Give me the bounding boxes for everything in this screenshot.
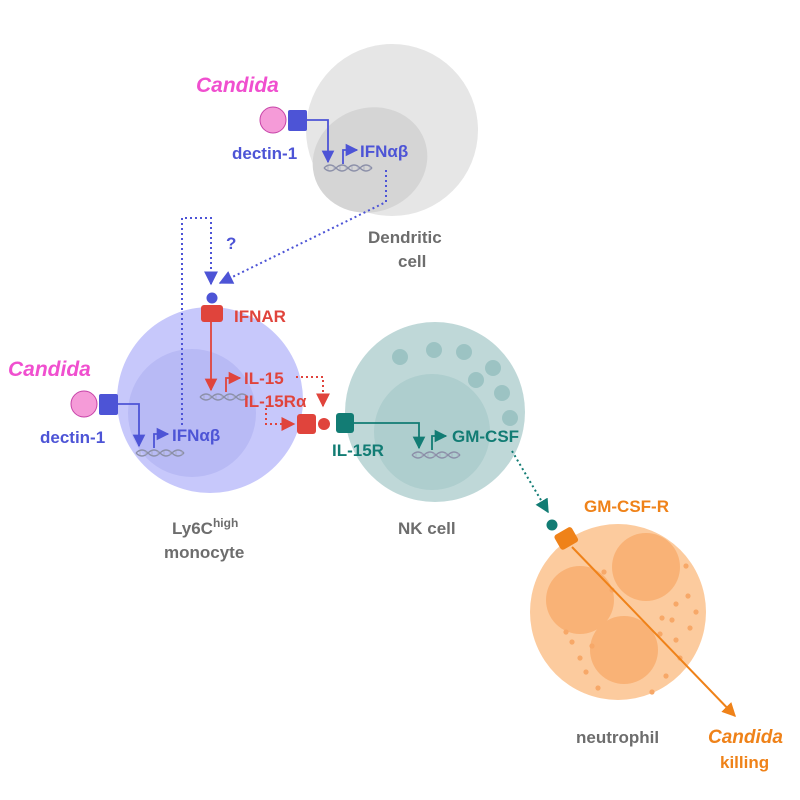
- dectin-left-label: dectin-1: [40, 428, 105, 447]
- ifn-ligand-dot: [206, 292, 218, 304]
- il15ra-membrane-receptor: [297, 414, 316, 434]
- dendritic-cell-label-2: cell: [398, 252, 426, 271]
- candida-top-label: Candida: [196, 74, 279, 97]
- gmcsfr-label: GM-CSF-R: [584, 497, 669, 516]
- neutrophil-label: neutrophil: [576, 728, 659, 747]
- dendritic-nucleus: [312, 107, 428, 213]
- ifnar-label: IFNAR: [234, 307, 286, 326]
- question-mark: ?: [226, 234, 236, 253]
- il15r-label: IL-15R: [332, 441, 384, 460]
- ifn-top-label: IFNαβ: [360, 142, 408, 161]
- candida-killing-label-1: Candida: [708, 727, 783, 748]
- ifnar-receptor: [201, 305, 223, 322]
- nk-cell-label: NK cell: [398, 519, 456, 538]
- neutrophil-lobes: [546, 533, 680, 684]
- ifn-autocrine-dotted-loop: [181, 217, 218, 425]
- monocyte-label-1: Ly6Chigh: [172, 516, 238, 538]
- candida-left-cell: [70, 390, 98, 418]
- neutrophil-granules: [563, 563, 699, 695]
- dectin-left-signal-arrow: [118, 403, 146, 448]
- ifn-top-promoter-arrow: [342, 143, 359, 164]
- ifn-left-label: IFNαβ: [172, 426, 220, 445]
- il15-label: IL-15: [244, 369, 284, 388]
- il15r-signal-arrow: [354, 422, 426, 450]
- candida-killing-label-2: killing: [720, 753, 769, 772]
- dendritic-cell-label-1: Dendritic: [368, 228, 442, 247]
- il15r-receptor: [336, 413, 354, 433]
- nk-granules: [392, 342, 518, 426]
- dectin-top-receptor: [288, 110, 307, 131]
- dectin-top-signal-arrow: [307, 119, 335, 164]
- il15ra-label: IL-15Rα: [244, 392, 307, 411]
- ifn-to-ifnar-dotted-arrow: [218, 170, 387, 284]
- il15-promoter-arrow: [225, 371, 242, 392]
- ifn-left-promoter-arrow: [153, 427, 170, 448]
- candida-top-cell: [259, 106, 287, 134]
- il15-to-ligand-dotted-arrow: [296, 376, 330, 408]
- monocyte-nucleus: [128, 349, 256, 477]
- gmcsf-promoter-arrow: [431, 429, 448, 450]
- killing-signal-arrow: [571, 546, 736, 718]
- gmcsfr-receptor: [554, 527, 579, 550]
- dectin-left-receptor: [99, 394, 118, 415]
- dectin-top-label: dectin-1: [232, 144, 297, 163]
- gmcsf-to-neutrophil-dotted-arrow: [511, 450, 549, 514]
- gmcsf-ligand-dot: [546, 519, 558, 531]
- il15ra-to-receptor-dotted-arrow: [265, 408, 296, 431]
- candida-left-label: Candida: [8, 358, 91, 381]
- monocyte-label-superscript: high: [213, 516, 238, 530]
- gmcsf-label: GM-CSF: [452, 427, 519, 446]
- nk-nucleus: [374, 374, 490, 490]
- monocyte-label-2: monocyte: [164, 543, 244, 562]
- il15-ligand-dot: [318, 418, 330, 430]
